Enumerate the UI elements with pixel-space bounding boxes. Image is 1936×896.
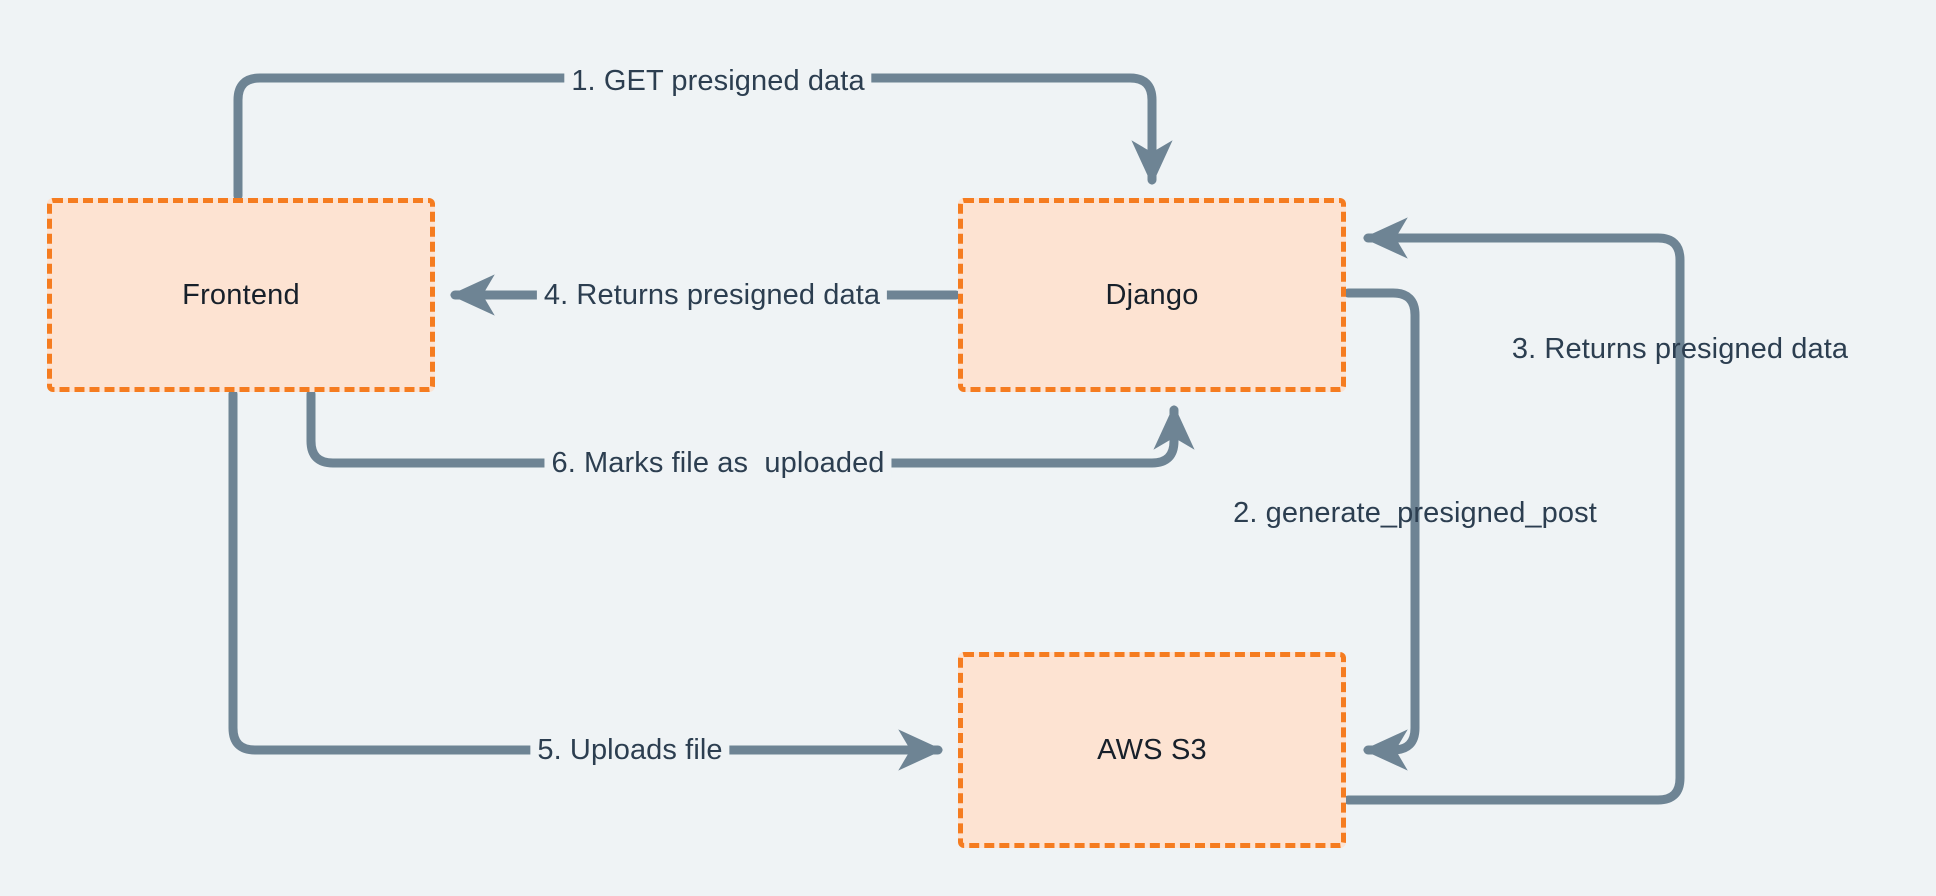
node-django[interactable]: Django (958, 198, 1346, 392)
edge-label-1-get-presigned-data: 1. GET presigned data (564, 65, 872, 96)
node-aws-s3-label: AWS S3 (1097, 733, 1207, 766)
edge-label-6-marks-file-as-uploaded: 6. Marks file as uploaded (544, 447, 892, 478)
edge-label-3-returns-presigned-data: 3. Returns presigned data (1511, 332, 1849, 365)
edge-label-5-uploads-file: 5. Uploads file (530, 734, 730, 765)
node-aws-s3[interactable]: AWS S3 (958, 652, 1346, 848)
edge-label-4-returns-presigned-data: 4. Returns presigned data (536, 279, 888, 310)
edge-path-2 (1343, 288, 1420, 771)
node-django-label: Django (1105, 278, 1199, 311)
node-frontend-label: Frontend (182, 278, 300, 311)
edge-label-2-generate-presigned-post: 2. generate_presigned_post (1233, 496, 1597, 529)
node-frontend[interactable]: Frontend (47, 198, 435, 392)
edge-path-5 (228, 389, 944, 771)
edge-path-3 (1343, 217, 1685, 805)
